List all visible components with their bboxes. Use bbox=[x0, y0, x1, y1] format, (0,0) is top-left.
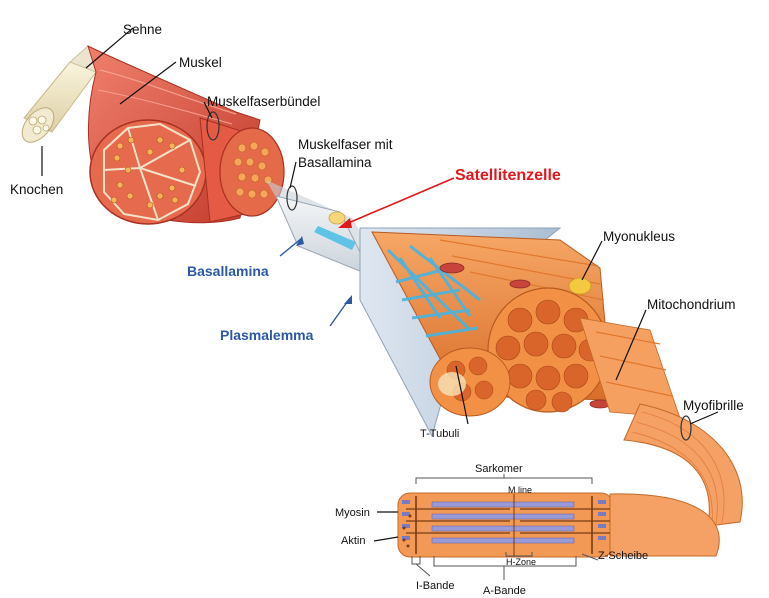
label-i-bande: I-Bande bbox=[416, 580, 455, 592]
label-myofibrille: Myofibrille bbox=[683, 398, 744, 413]
bone-illustration bbox=[16, 62, 96, 148]
myonucleus-shape bbox=[569, 278, 591, 294]
band-leaders bbox=[412, 554, 598, 580]
sarkomer-bracket bbox=[416, 474, 592, 484]
label-mitochondrium: Mitochondrium bbox=[647, 297, 736, 312]
label-myosin: Myosin bbox=[335, 507, 370, 519]
label-t-tubuli: T-Tubuli bbox=[420, 428, 459, 440]
label-sarkomer: Sarkomer bbox=[475, 463, 523, 475]
label-m-linie: M line bbox=[508, 485, 532, 495]
label-myonukleus: Myonukleus bbox=[603, 229, 675, 244]
label-aktin: Aktin bbox=[341, 535, 365, 547]
label-basallamina: Basallamina bbox=[187, 263, 269, 279]
label-plasmalemma: Plasmalemma bbox=[220, 327, 314, 343]
label-muskelfaser-line2: Basallamina bbox=[298, 155, 372, 170]
label-h-zone: H-Zone bbox=[506, 557, 536, 567]
satellite-arrow bbox=[338, 178, 454, 228]
label-muskelfaser-line1: Muskelfaser mit bbox=[298, 137, 393, 152]
label-knochen: Knochen bbox=[10, 182, 63, 197]
label-muskel: Muskel bbox=[179, 55, 222, 70]
sarcomere-illustration bbox=[398, 493, 719, 557]
label-muskelfaserbuendel: Muskelfaserbündel bbox=[207, 94, 320, 109]
plasmalemma-arrowhead bbox=[344, 295, 352, 304]
label-a-bande: A-Bande bbox=[483, 585, 526, 597]
label-z-scheibe: Z-Scheibe bbox=[598, 550, 648, 562]
label-satellitenzelle: Satellitenzelle bbox=[455, 167, 561, 184]
label-sehne: Sehne bbox=[123, 22, 162, 37]
